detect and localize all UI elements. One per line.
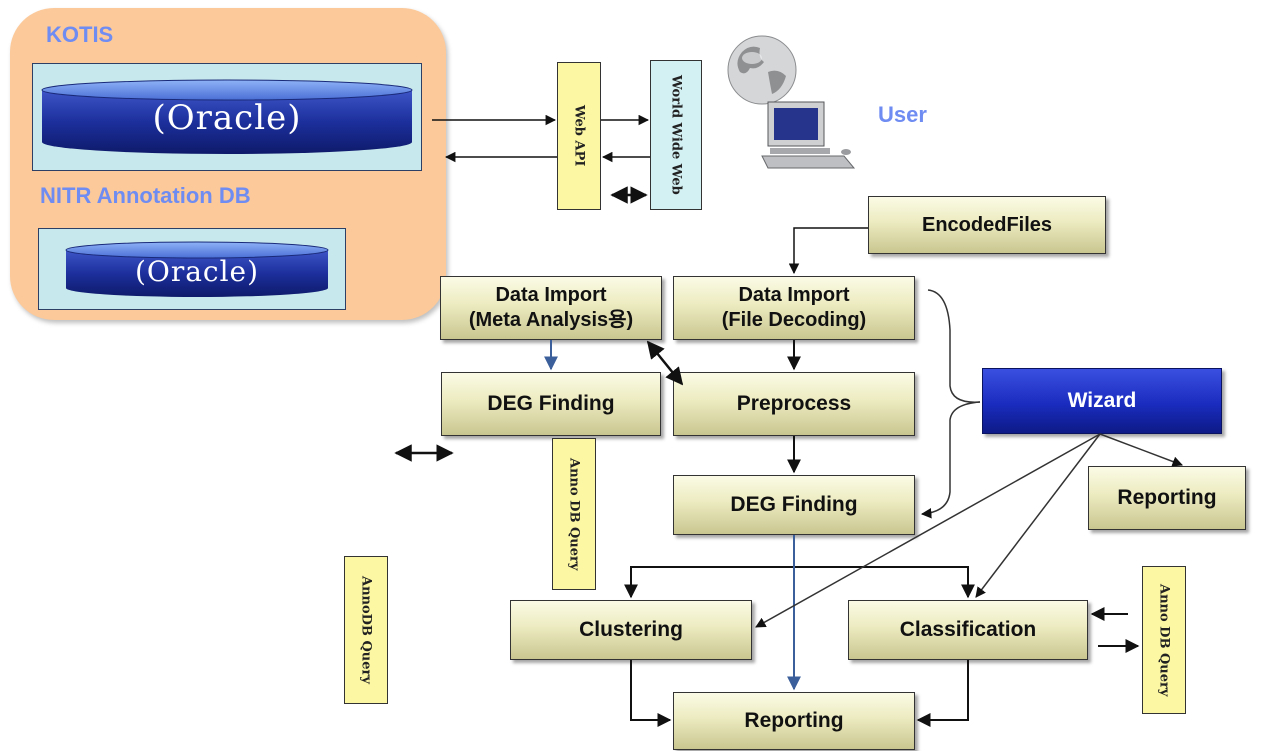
- wizard-bracket: [927, 289, 981, 403]
- file-import-line1: Data Import: [738, 284, 850, 306]
- globe-icon: [727, 35, 797, 105]
- kotis-cylinder-icon: [41, 79, 413, 154]
- wizard-to-reporting-arrow: [1099, 433, 1183, 467]
- clustering-box: Clustering: [510, 600, 752, 660]
- deg-finding-box: DEG Finding: [673, 475, 915, 535]
- reporting-box: Reporting: [673, 692, 915, 750]
- meta-import-line2: (Meta Analysis용): [468, 309, 634, 331]
- preprocess-box: Preprocess: [673, 372, 915, 436]
- left-anno-query-box: AnnoDB Query: [344, 556, 388, 704]
- annotation-db-label: NITR Annotation DB: [40, 183, 251, 208]
- annotation-cylinder-icon: [65, 241, 329, 297]
- meta-deg-finding-box: DEG Finding: [441, 372, 661, 436]
- file-data-import-box: Data Import (File Decoding): [673, 276, 915, 340]
- user-label: User: [878, 102, 927, 127]
- web-api-label: Web API: [571, 105, 587, 167]
- wizard-bracket-to-deg-arrow: [920, 401, 981, 519]
- left-anno-query-label: AnnoDB Query: [358, 576, 374, 684]
- wizard-to-clustering-arrow: [755, 433, 1101, 628]
- deg-fan-out: [630, 566, 969, 597]
- kotis-label: KOTIS: [46, 22, 114, 47]
- meta-anno-query-box: Anno DB Query: [552, 438, 596, 590]
- classification-box: Classification: [848, 600, 1088, 660]
- web-api-box: Web API: [557, 62, 601, 210]
- wizard-to-classification-arrow: [975, 433, 1101, 598]
- wizard-reporting-box: Reporting: [1088, 466, 1246, 530]
- meta-data-import-box: Data Import (Meta Analysis용): [440, 276, 662, 340]
- wizard-box: Wizard: [982, 368, 1222, 434]
- kotis-db-text: (Oracle): [152, 98, 302, 138]
- meta-import-line1: Data Import: [495, 284, 607, 306]
- file-import-line2: (File Decoding): [721, 309, 867, 331]
- www-label: World Wide Web: [668, 75, 684, 195]
- clustering-to-reporting-arrow: [630, 660, 672, 727]
- classification-to-reporting-arrow: [916, 660, 969, 727]
- encoded-files-box: EncodedFiles: [868, 196, 1106, 254]
- annotation-db-text: (Oracle): [134, 254, 260, 288]
- computer-icon: [761, 101, 856, 169]
- encoded-to-import-arrow: [788, 227, 868, 275]
- meta-preprocess-arrow: [646, 340, 684, 386]
- www-box: World Wide Web: [650, 60, 702, 210]
- right-anno-query-box: Anno DB Query: [1142, 566, 1186, 714]
- right-anno-query-label: Anno DB Query: [1156, 583, 1172, 697]
- meta-anno-query-label: Anno DB Query: [566, 457, 582, 571]
